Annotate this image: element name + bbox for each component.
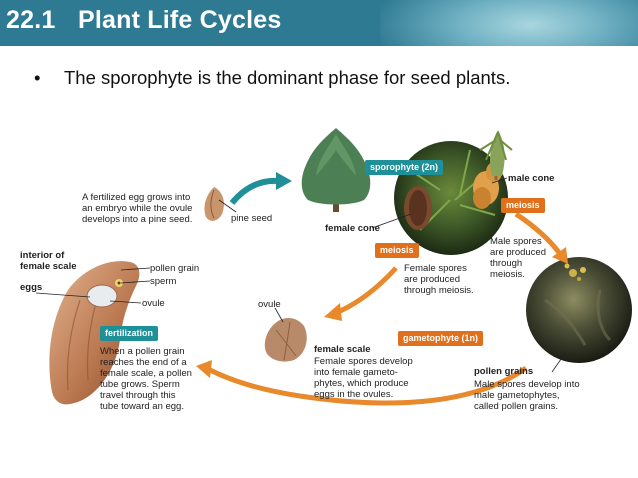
- caption-line: are produced: [490, 247, 546, 258]
- section-title: Plant Life Cycles: [78, 6, 282, 34]
- meiosis-tag-male: meiosis: [501, 198, 545, 213]
- sporophyte-tag: sporophyte (2n): [365, 160, 444, 175]
- female-scale-title: female scale: [314, 344, 371, 355]
- ovule-left-label: ovule: [142, 298, 165, 309]
- caption-line: Female spores develop: [314, 356, 413, 367]
- pine-seed-icon: [204, 187, 224, 221]
- caption-line: Male spores: [490, 236, 542, 247]
- caption-line: phytes, which produce: [314, 378, 409, 389]
- section-number: 22.1: [6, 6, 56, 34]
- sperm-label: sperm: [150, 276, 177, 287]
- pollen-grains-title: pollen grains: [474, 366, 534, 377]
- pine-tree-icon: [301, 128, 371, 212]
- caption-line: through meiosis.: [404, 285, 474, 296]
- caption-line: develops into a pine seed.: [82, 214, 193, 225]
- eggs-label: eggs: [20, 282, 43, 293]
- fertilization-tag: fertilization: [100, 326, 159, 341]
- orange-arrow-meiosis-female-icon: [324, 266, 398, 321]
- female-scale-caption: Female spores develop into female gameto…: [314, 356, 413, 400]
- header-bar: 22.1 Plant Life Cycles: [0, 0, 638, 46]
- label-line: interior of: [20, 250, 65, 261]
- caption-line: into female gameto-: [314, 367, 398, 378]
- teal-arrow-icon: [229, 172, 292, 205]
- caption-line: A fertilized egg grows into: [82, 192, 191, 203]
- slide-title: 22.1 Plant Life Cycles: [6, 6, 281, 35]
- ovule-center-label: ovule: [258, 299, 281, 310]
- fertilization-caption: When a pollen grain reaches the end of a…: [100, 346, 192, 412]
- interior-female-scale-label: interior of female scale: [20, 250, 77, 272]
- fertilized-egg-caption: A fertilized egg grows into an embryo wh…: [82, 192, 192, 225]
- caption-line: male gametophytes,: [474, 390, 560, 401]
- ovule-image: [264, 318, 307, 362]
- pollen-grains-caption: Male spores develop into male gametophyt…: [474, 379, 580, 412]
- caption-line: through: [490, 258, 523, 269]
- female-spores-caption: Female spores are produced through meios…: [404, 263, 474, 296]
- orange-arrow-pollen-return-icon: [196, 360, 528, 406]
- label-line: female scale: [20, 261, 77, 272]
- caption-line: Female spores: [404, 263, 467, 274]
- male-cone-label: male cone: [508, 173, 555, 184]
- caption-line: travel through this: [100, 390, 176, 401]
- bullet-dot-icon: •: [34, 67, 41, 88]
- caption-line: are produced: [404, 274, 460, 285]
- pointer-lines: [35, 177, 567, 373]
- meiosis-tag-female: meiosis: [375, 243, 419, 258]
- pine-seed-label: pine seed: [231, 213, 273, 224]
- caption-line: When a pollen grain: [100, 346, 185, 357]
- caption-line: called pollen grains.: [474, 401, 558, 412]
- bullet-text: The sporophyte is the dominant phase for…: [64, 67, 511, 88]
- orange-arrow-meiosis-male-icon: [514, 211, 568, 264]
- male-spores-caption: Male spores are produced through meiosis…: [490, 236, 546, 280]
- caption-line: reaches the end of a: [100, 357, 187, 368]
- bullet-point: • The sporophyte is the dominant phase fo…: [34, 67, 510, 89]
- pollen-grain-label: pollen grain: [150, 263, 200, 274]
- caption-line: Male spores develop into: [474, 379, 580, 390]
- female-cone-label: female cone: [325, 223, 380, 234]
- caption-line: tube grows. Sperm: [100, 379, 180, 390]
- female-scale-image: [49, 261, 140, 405]
- caption-line: meiosis.: [490, 269, 525, 280]
- header-decoration: [380, 0, 638, 46]
- male-cone-stalk-icon: [479, 130, 513, 180]
- caption-line: an embryo while the ovule: [82, 203, 193, 214]
- caption-line: eggs in the ovules.: [314, 389, 394, 400]
- pollen-grains-image: [526, 257, 632, 363]
- gametophyte-tag: gametophyte (1n): [398, 331, 484, 346]
- caption-line: tube toward an egg.: [100, 401, 184, 412]
- caption-line: female scale, a pollen: [100, 368, 192, 379]
